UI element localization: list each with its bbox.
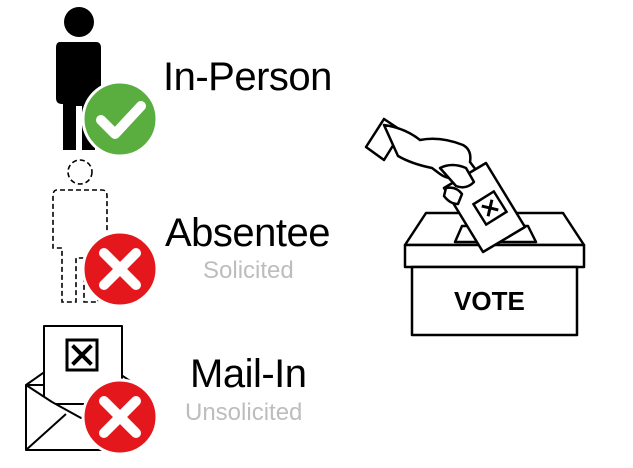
row-subtitle-absentee: Solicited <box>203 257 294 284</box>
ballot-box-label: VOTE <box>454 286 525 316</box>
row-title-absentee: Absentee <box>165 211 331 255</box>
row-subtitle-mail-in: Unsolicited <box>185 399 303 426</box>
row-title-in-person: In-Person <box>163 55 332 99</box>
row-title-mail-in: Mail-In <box>190 352 307 396</box>
